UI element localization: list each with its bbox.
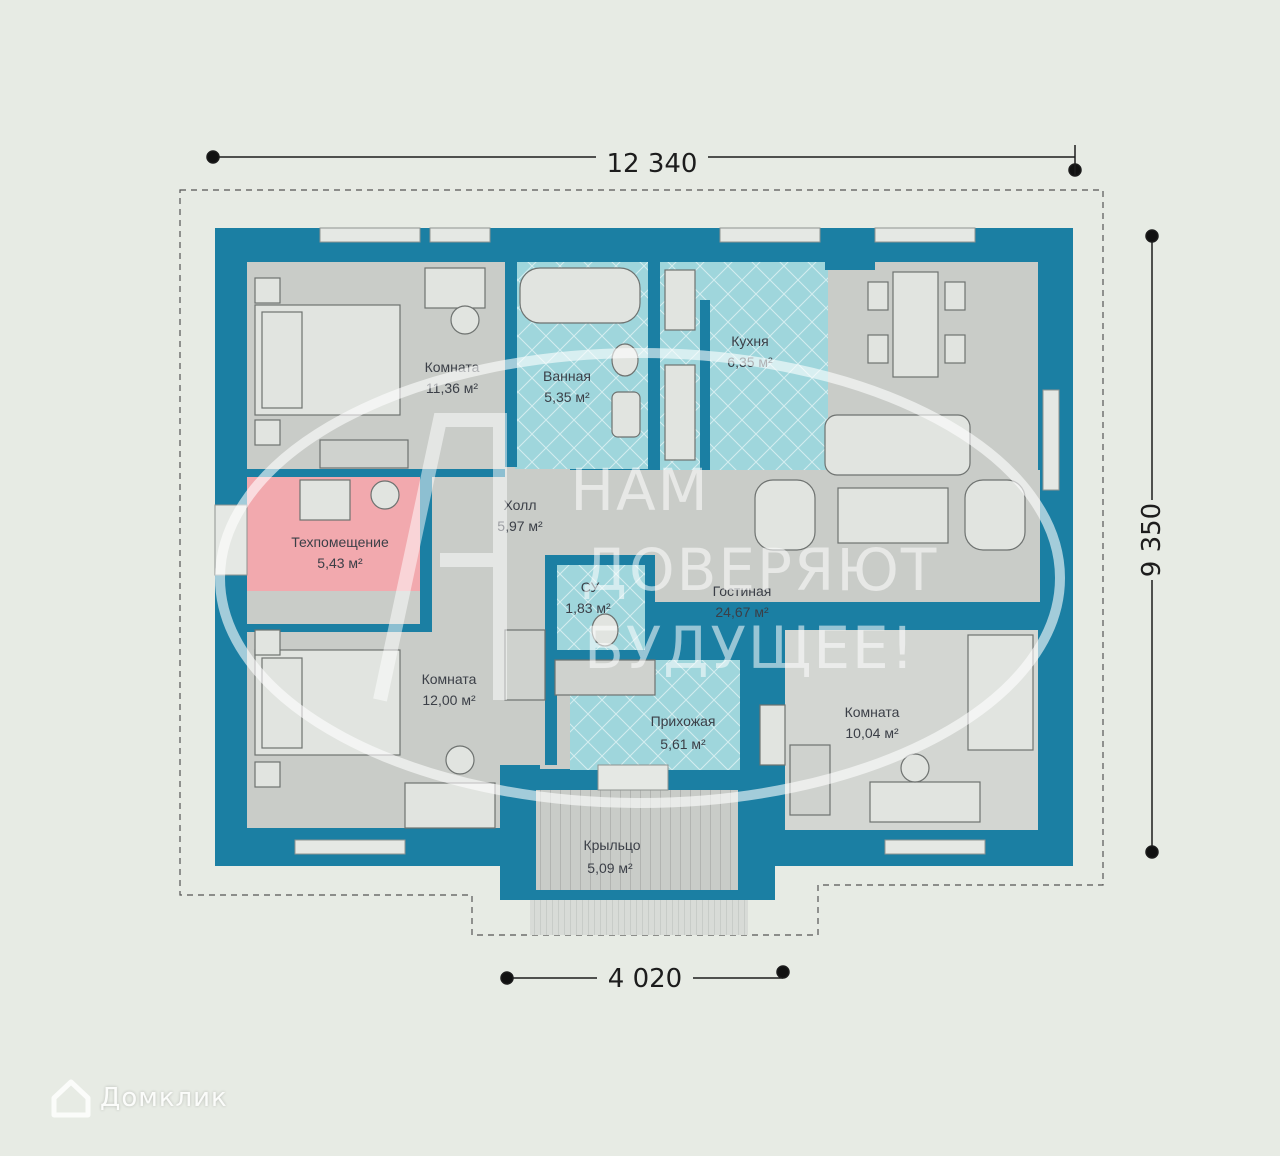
- room-labels: Комната 11,36 м² Ванная 5,35 м² Кухня 6,…: [291, 333, 899, 876]
- watermark-line: НАМ: [570, 456, 709, 524]
- toilet-icon: [591, 613, 619, 647]
- windows: [214, 227, 1060, 855]
- room-name: Комната: [422, 671, 477, 687]
- room-area: 10,04 м²: [845, 725, 899, 741]
- room-name: Техпомещение: [291, 534, 389, 550]
- watermark-line: ДОВЕРЯЮТ: [582, 536, 939, 604]
- room-area: 5,61 м²: [660, 736, 706, 752]
- dining-table-icon: [892, 271, 939, 378]
- logo-icon: [373, 413, 507, 702]
- room-area: 5,97 м²: [497, 518, 543, 534]
- room-area: 24,67 м²: [715, 604, 769, 620]
- room-name: Холл: [504, 497, 537, 513]
- overall-depth-label: 9 350: [1137, 503, 1167, 577]
- room-name: Крыльцо: [583, 837, 640, 853]
- room-area: 5,09 м²: [587, 860, 633, 876]
- interior-walls: [247, 240, 1040, 785]
- sink-icon: [611, 391, 641, 438]
- room-name: СУ: [581, 579, 600, 595]
- porch-width-label: 4 020: [608, 964, 682, 994]
- room-area: 5,43 м²: [317, 555, 363, 571]
- room-name: Ванная: [543, 368, 591, 384]
- room-name: Комната: [845, 704, 900, 720]
- bathtub-icon: [519, 267, 641, 324]
- room-name: Кухня: [731, 333, 768, 349]
- room-name: Гостиная: [713, 583, 772, 599]
- room-area: 1,83 м²: [565, 600, 611, 616]
- house-icon: [51, 1079, 91, 1118]
- overall-width-label: 12 340: [607, 149, 698, 179]
- watermark: НАМ ДОВЕРЯЮТ БУДУЩЕЕ!: [215, 348, 1065, 808]
- room-area: 5,35 м²: [544, 389, 590, 405]
- watermark-line: БУДУЩЕЕ!: [584, 614, 916, 682]
- sofa-icon: [824, 414, 971, 476]
- badge-label: Домклик: [100, 1083, 228, 1113]
- domclick-badge: Домклик: [50, 1078, 228, 1118]
- room-area: 12,00 м²: [422, 692, 476, 708]
- room-name: Прихожая: [651, 713, 716, 729]
- furniture: [254, 267, 1034, 829]
- site-outline: [179, 189, 1104, 936]
